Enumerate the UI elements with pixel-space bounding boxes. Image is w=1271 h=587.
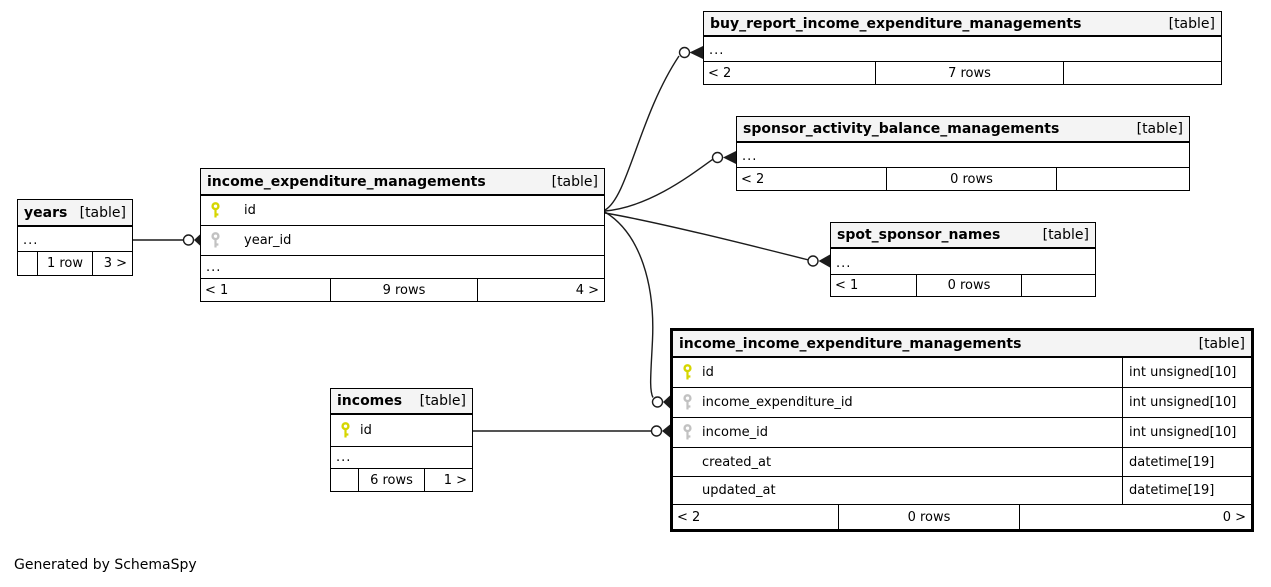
- footer-children: 3 >: [103, 256, 127, 271]
- column-name: updated_at: [702, 483, 776, 498]
- footer-children: 0 >: [1222, 509, 1246, 525]
- footer-parents: < 2: [673, 505, 839, 529]
- footer-children: [1057, 168, 1189, 190]
- footer-children: [1022, 275, 1095, 296]
- column-name: id: [360, 423, 372, 438]
- footer-row-count: 7 rows: [876, 62, 1064, 84]
- table-footer: < 1 0 rows: [831, 275, 1095, 296]
- rel-iem-to-spot-sponsor-names: [604, 212, 830, 268]
- table-name: income_income_expenditure_managements: [679, 335, 1022, 352]
- table-name: sponsor_activity_balance_managements: [743, 121, 1060, 137]
- foreign-key-icon: [683, 394, 692, 411]
- table-header: incomes [table]: [331, 389, 472, 415]
- table-name: years: [24, 204, 68, 221]
- rel-iem-to-buy-report: [604, 46, 703, 211]
- table-type-badge: [table]: [1198, 335, 1245, 352]
- table-footer: < 2 0 rows: [737, 168, 1189, 190]
- table-name: spot_sponsor_names: [837, 227, 1001, 243]
- footer-row-count: 0 rows: [887, 168, 1057, 190]
- table-sponsor-activity-balance-managements[interactable]: sponsor_activity_balance_managements [ta…: [736, 116, 1190, 191]
- generated-by-note: Generated by SchemaSpy: [14, 557, 197, 573]
- table-header: years [table]: [18, 200, 132, 227]
- table-type-badge: [table]: [1136, 121, 1183, 137]
- footer-row-count: 6 rows: [359, 469, 425, 491]
- footer-parents: < 2: [704, 62, 876, 84]
- column-type: int unsigned[10]: [1122, 418, 1251, 447]
- ellipsis-row: ...: [18, 227, 132, 252]
- table-income-expenditure-managements[interactable]: income_expenditure_managements [table] i…: [200, 168, 605, 302]
- column-type: datetime[19]: [1122, 448, 1251, 476]
- column-type: int unsigned[10]: [1122, 358, 1251, 387]
- foreign-key-icon: [683, 424, 692, 441]
- table-name: income_expenditure_managements: [207, 173, 486, 190]
- table-years[interactable]: years [table] ... 1 row 3 >: [17, 199, 133, 276]
- footer-parents: < 1: [831, 275, 917, 296]
- table-type-badge: [table]: [419, 393, 466, 409]
- rel-years-to-income-expenditure-managements: [133, 233, 201, 247]
- column-row-id: id: [201, 196, 604, 226]
- column-name: created_at: [702, 454, 772, 470]
- table-footer: 6 rows 1 >: [331, 469, 472, 491]
- ellipsis-row: ...: [201, 256, 604, 279]
- column-row-income-expenditure-id: income_expenditure_id int unsigned[10]: [673, 388, 1251, 418]
- ellipsis-row: ...: [331, 447, 472, 469]
- column-row-id: id int unsigned[10]: [673, 358, 1251, 388]
- footer-children: 1 >: [443, 472, 467, 488]
- footer-row-count: 0 rows: [917, 275, 1022, 296]
- column-type: int unsigned[10]: [1122, 388, 1251, 417]
- primary-key-icon: [211, 202, 220, 219]
- footer-children: 4 >: [575, 282, 599, 298]
- table-header: income_expenditure_managements [table]: [201, 169, 604, 196]
- table-incomes[interactable]: incomes [table] id ... 6 rows 1 >: [330, 388, 473, 492]
- table-name: buy_report_income_expenditure_management…: [710, 15, 1082, 32]
- footer-row-count: 0 rows: [839, 505, 1020, 529]
- table-type-badge: [table]: [1042, 227, 1089, 243]
- footer-parents: < 2: [737, 168, 887, 190]
- column-name: income_expenditure_id: [702, 395, 853, 410]
- primary-key-icon: [683, 364, 692, 381]
- ellipsis-row: ...: [704, 37, 1221, 62]
- rel-iem-to-income-income-expenditure: [604, 211, 670, 409]
- column-row-id: id: [331, 415, 472, 447]
- column-name: id: [702, 365, 714, 380]
- ellipsis-row: ...: [831, 249, 1095, 275]
- ellipsis-row: ...: [737, 143, 1189, 168]
- foreign-key-icon: [211, 232, 220, 249]
- table-header: spot_sponsor_names [table]: [831, 223, 1095, 249]
- footer-parents: [331, 469, 359, 491]
- footer-parents: [18, 252, 38, 275]
- primary-key-icon: [341, 422, 350, 439]
- footer-row-count: 9 rows: [331, 279, 478, 301]
- column-row-created-at: created_at datetime[19]: [673, 448, 1251, 477]
- table-type-badge: [table]: [79, 204, 126, 221]
- table-footer: < 2 7 rows: [704, 62, 1221, 84]
- table-header: sponsor_activity_balance_managements [ta…: [737, 117, 1189, 143]
- column-name: id: [244, 203, 256, 218]
- table-type-badge: [table]: [551, 173, 598, 190]
- rel-incomes-to-income-income-expenditure: [473, 424, 670, 438]
- footer-row-count: 1 row: [38, 252, 93, 275]
- table-header: income_income_expenditure_managements [t…: [673, 331, 1251, 358]
- column-row-updated-at: updated_at datetime[19]: [673, 477, 1251, 505]
- column-name: income_id: [702, 425, 768, 440]
- table-footer: 1 row 3 >: [18, 252, 132, 275]
- column-row-year-id: year_id: [201, 226, 604, 256]
- table-name: incomes: [337, 393, 403, 409]
- table-spot-sponsor-names[interactable]: spot_sponsor_names [table] ... < 1 0 row…: [830, 222, 1096, 297]
- table-buy-report-income-expenditure-managements[interactable]: buy_report_income_expenditure_management…: [703, 11, 1222, 85]
- table-type-badge: [table]: [1168, 15, 1215, 32]
- column-type: datetime[19]: [1122, 477, 1251, 504]
- column-name: year_id: [244, 233, 292, 248]
- table-footer: < 2 0 rows 0 >: [673, 505, 1251, 529]
- column-row-income-id: income_id int unsigned[10]: [673, 418, 1251, 448]
- table-income-income-expenditure-managements[interactable]: income_income_expenditure_managements [t…: [670, 328, 1254, 532]
- rel-iem-to-sponsor-activity: [604, 151, 736, 212]
- footer-children: [1064, 62, 1221, 84]
- table-footer: < 1 9 rows 4 >: [201, 279, 604, 301]
- table-header: buy_report_income_expenditure_management…: [704, 12, 1221, 37]
- footer-parents: < 1: [201, 279, 331, 301]
